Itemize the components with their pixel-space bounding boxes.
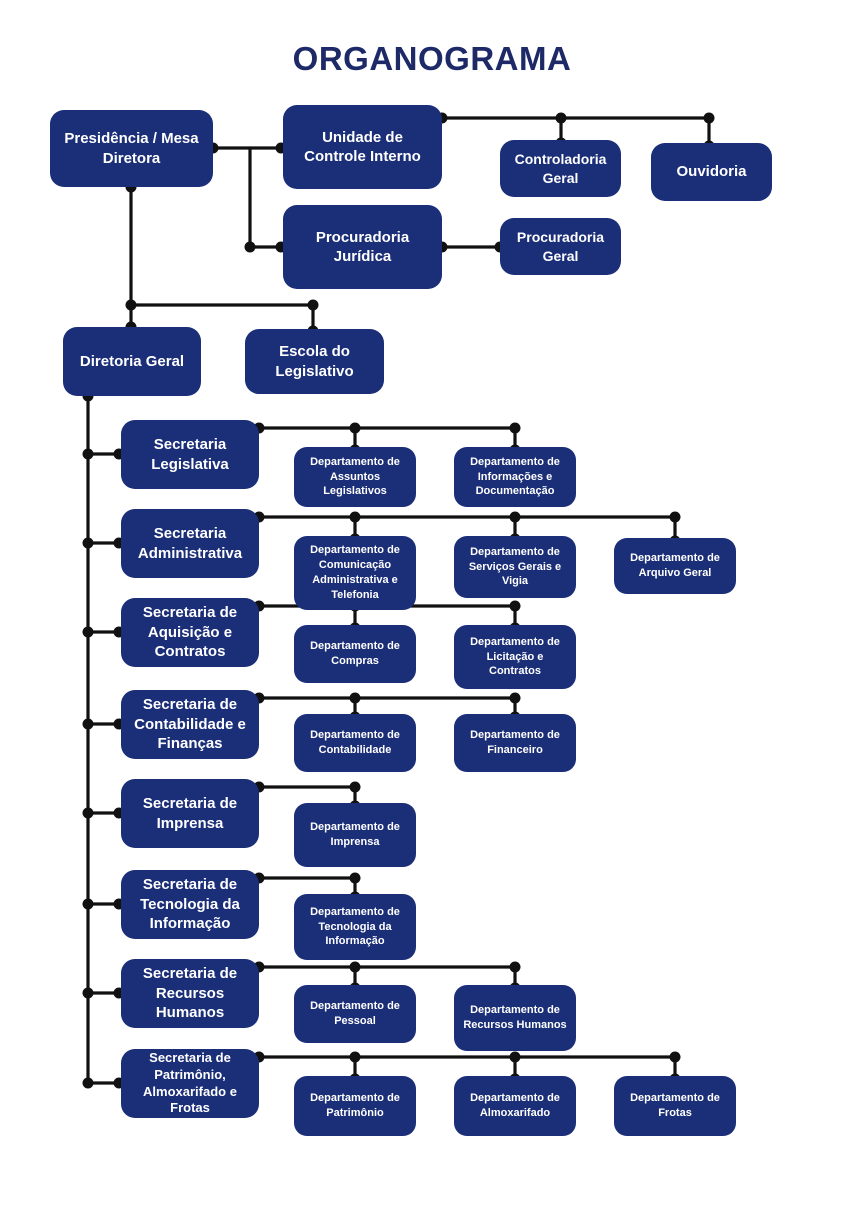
- node-dep-servicos-gerais-vigia: Departamento de Serviços Gerais e Vigia: [454, 536, 576, 598]
- node-dep-recursos-humanos: Departamento de Recursos Humanos: [454, 985, 576, 1051]
- node-presidencia: Presidência / Mesa Diretora: [50, 110, 213, 187]
- node-dep-comunicacao-administrativa-telefonia: Departamento de Comunicação Administrati…: [294, 536, 416, 610]
- node-secretaria-patrimonio-almoxarifado-frotas: Secretaria de Patrimônio, Almoxarifado e…: [121, 1049, 259, 1118]
- page-title: ORGANOGRAMA: [292, 40, 572, 77]
- node-dep-tecnologia-informacao: Departamento de Tecnologia da Informação: [294, 894, 416, 960]
- node-controladoria-geral: Controladoria Geral: [500, 140, 621, 197]
- node-secretaria-recursos-humanos: Secretaria de Recursos Humanos: [121, 959, 259, 1028]
- node-dep-licitacao-contratos: Departamento de Licitação e Contratos: [454, 625, 576, 689]
- node-unidade-controle-interno: Unidade de Controle Interno: [283, 105, 442, 189]
- node-escola-legislativo: Escola do Legislativo: [245, 329, 384, 394]
- node-dep-frotas: Departamento de Frotas: [614, 1076, 736, 1136]
- node-dep-arquivo-geral: Departamento de Arquivo Geral: [614, 538, 736, 594]
- node-dep-imprensa: Departamento de Imprensa: [294, 803, 416, 867]
- node-secretaria-administrativa: Secretaria Administrativa: [121, 509, 259, 578]
- node-ouvidoria: Ouvidoria: [651, 143, 772, 201]
- node-dep-assuntos-legislativos: Departamento de Assuntos Legislativos: [294, 447, 416, 507]
- node-secretaria-aquisicao-contratos: Secretaria de Aquisição e Contratos: [121, 598, 259, 667]
- node-dep-informacoes-documentacao: Departamento de Informações e Documentaç…: [454, 447, 576, 507]
- node-procuradoria-juridica: Procuradoria Jurídica: [283, 205, 442, 289]
- node-dep-compras: Departamento de Compras: [294, 625, 416, 683]
- node-dep-contabilidade: Departamento de Contabilidade: [294, 714, 416, 772]
- node-dep-patrimonio: Departamento de Patrimônio: [294, 1076, 416, 1136]
- node-secretaria-contabilidade-financas: Secretaria de Contabilidade e Finanças: [121, 690, 259, 759]
- node-dep-pessoal: Departamento de Pessoal: [294, 985, 416, 1043]
- node-procuradoria-geral: Procuradoria Geral: [500, 218, 621, 275]
- node-secretaria-legislativa: Secretaria Legislativa: [121, 420, 259, 489]
- node-dep-financeiro: Departamento de Financeiro: [454, 714, 576, 772]
- node-diretoria-geral: Diretoria Geral: [63, 327, 201, 396]
- node-secretaria-imprensa: Secretaria de Imprensa: [121, 779, 259, 848]
- node-secretaria-tecnologia-informacao: Secretaria de Tecnologia da Informação: [121, 870, 259, 939]
- node-dep-almoxarifado: Departamento de Almoxarifado: [454, 1076, 576, 1136]
